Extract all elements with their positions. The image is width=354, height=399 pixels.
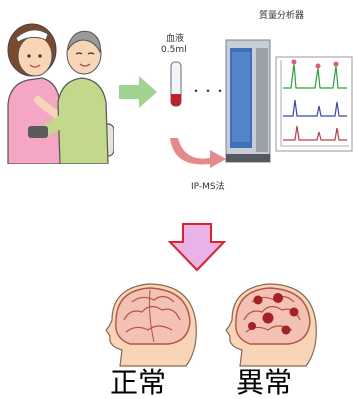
right-arrow-icon [119,76,157,108]
method-label: IP-MS法 [191,179,225,192]
blood-label: 血液 [166,31,184,44]
abnormal-brain-head-icon [222,280,322,370]
ellipsis-text: ・・・ [190,82,226,99]
mass-spectrometer-label: 質量分析器 [259,8,304,21]
spectrum-chart [275,56,353,152]
normal-label: 正常 [110,368,166,398]
normal-brain-head-icon [102,280,202,370]
blood-volume-label: 0.5ml [161,45,187,55]
curved-arrow-icon [170,128,232,168]
test-tube-icon [168,60,184,110]
abnormal-label: 異常 [236,368,292,398]
down-arrow-icon [168,222,226,272]
mass-spectrometer-icon [224,38,274,166]
nurse-patient-illustration [2,14,114,164]
